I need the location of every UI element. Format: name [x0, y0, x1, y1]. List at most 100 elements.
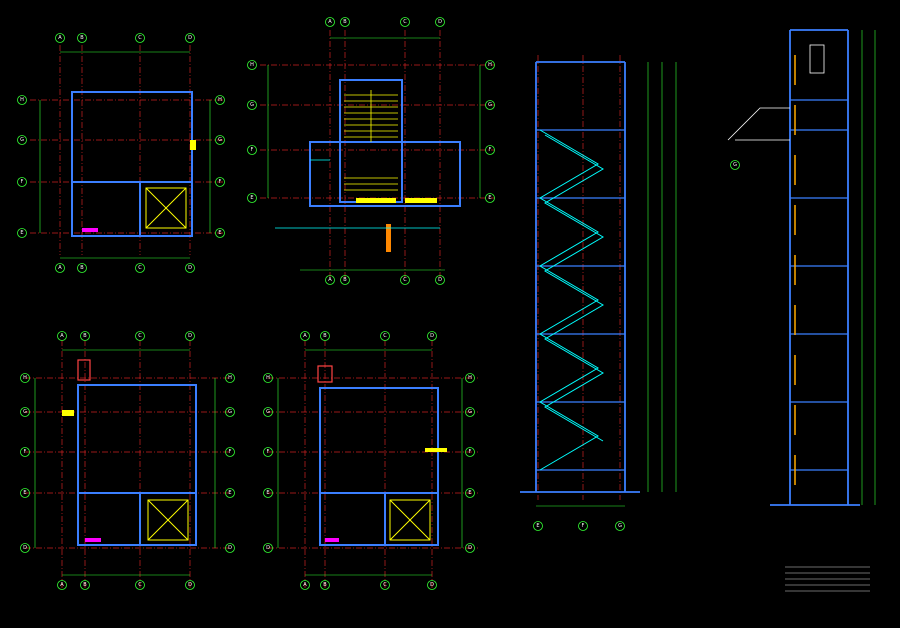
svg-text:C: C — [138, 333, 142, 339]
svg-text:F: F — [21, 179, 24, 185]
plan-4-chimney — [317, 365, 333, 383]
svg-text:C: C — [383, 582, 387, 588]
plan-4-row-bubble-H-left: H — [263, 373, 273, 383]
svg-text:E: E — [536, 523, 539, 529]
plan-1-row-bubble-F-right: F — [215, 177, 225, 187]
plan-4-row-bubble-D-right: D — [465, 543, 475, 553]
plan-4-row-bubble-F-left: F — [263, 447, 273, 457]
svg-text:D: D — [188, 333, 192, 339]
section-2-dimensions — [861, 30, 876, 505]
plan-2-col-bubble-B-top: B — [340, 17, 350, 27]
svg-text:B: B — [83, 333, 87, 339]
svg-text:C: C — [138, 35, 142, 41]
plan-3-row-bubble-E-left: E — [20, 488, 30, 498]
plan-1-col-bubble-A-bottom: A — [55, 263, 65, 273]
svg-text:H: H — [250, 62, 254, 68]
plan-4-col-bubble-C-bottom: C — [380, 580, 390, 590]
plan-4-dimensions — [277, 349, 463, 576]
section-1: E F G — [520, 55, 677, 531]
svg-text:C: C — [403, 277, 407, 283]
svg-text:D: D — [188, 35, 192, 41]
plan-1-elevator — [145, 187, 187, 229]
plan-3-magenta-fill — [85, 538, 101, 542]
plan-3-col-bubble-A-top: A — [57, 331, 67, 341]
plan-2-col-bubble-C-bottom: C — [400, 275, 410, 285]
plan-2-row-bubble-G-left: G — [247, 100, 257, 110]
plan-1-col-bubble-B-top: B — [77, 33, 87, 43]
plan-4-magenta-fill — [325, 538, 339, 542]
plan-1-yellow-fill — [190, 140, 196, 150]
section-1-axes — [537, 55, 621, 500]
svg-text:A: A — [303, 582, 307, 588]
svg-text:G: G — [20, 137, 24, 143]
svg-text:C: C — [383, 333, 387, 339]
plan-3-walls — [77, 384, 197, 546]
svg-text:A: A — [60, 333, 64, 339]
section-1-dimensions — [536, 62, 677, 507]
plan-1-col-bubble-D-top: D — [185, 33, 195, 43]
plan-1-row-bubble-E-left: E — [17, 228, 27, 238]
svg-text:F: F — [469, 449, 472, 455]
svg-text:D: D — [188, 265, 192, 271]
plan-4-row-bubble-E-right: E — [465, 488, 475, 498]
plan-3-row-bubble-D-left: D — [20, 543, 30, 553]
plan-1-col-bubble-A-top: A — [55, 33, 65, 43]
svg-text:E: E — [23, 490, 26, 496]
svg-text:B: B — [80, 265, 84, 271]
plan-2-row-bubble-F-right: F — [485, 145, 495, 155]
plan-4-yellow-fill — [425, 448, 447, 452]
plan-2-walls — [309, 79, 461, 207]
plan-4-row-bubble-G-left: G — [263, 407, 273, 417]
plan-4-row-bubble-G-right: G — [465, 407, 475, 417]
svg-text:A: A — [58, 35, 62, 41]
plan-4-col-bubble-B-top: B — [320, 331, 330, 341]
svg-text:D: D — [430, 582, 434, 588]
svg-text:E: E — [468, 490, 471, 496]
svg-text:B: B — [80, 35, 84, 41]
plan-1-row-bubble-G-left: G — [17, 135, 27, 145]
plan-3-col-bubble-C-bottom: C — [135, 580, 145, 590]
plan-4-row-bubble-E-left: E — [263, 488, 273, 498]
svg-text:F: F — [24, 449, 27, 455]
section-2-machine-room — [809, 44, 825, 74]
plan-2-col-bubble-D-top: D — [435, 17, 445, 27]
svg-text:H: H — [218, 97, 222, 103]
svg-text:F: F — [582, 523, 585, 529]
plan-3-row-bubble-F-left: F — [20, 447, 30, 457]
plan-4-col-bubble-A-top: A — [300, 331, 310, 341]
svg-text:F: F — [229, 449, 232, 455]
svg-text:E: E — [250, 195, 253, 201]
section-2-axis-bubbles: G — [730, 160, 740, 170]
plan-2-col-bubble-A-top: A — [325, 17, 335, 27]
svg-text:D: D — [468, 545, 472, 551]
plan-3-row-bubble-G-left: G — [20, 407, 30, 417]
plan-1-magenta-fill — [82, 228, 98, 232]
svg-text:C: C — [403, 19, 407, 25]
plan-2-row-bubble-F-left: F — [247, 145, 257, 155]
svg-text:G: G — [250, 102, 254, 108]
svg-text:G: G — [218, 137, 222, 143]
plan-3-dimensions — [34, 349, 216, 576]
svg-text:C: C — [138, 582, 142, 588]
plan-4-row-bubble-H-right: H — [465, 373, 475, 383]
plan-2-stair — [344, 90, 398, 191]
plan-2-cyan-lines — [275, 159, 440, 229]
svg-text:E: E — [228, 490, 231, 496]
plan-1-walls — [71, 91, 193, 237]
plan-3-row-bubble-E-right: E — [225, 488, 235, 498]
plan-2-col-bubble-B-bottom: B — [340, 275, 350, 285]
plan-3-col-bubble-B-bottom: B — [80, 580, 90, 590]
plan-4-grid — [268, 340, 478, 590]
plan-4-col-bubble-D-bottom: D — [427, 580, 437, 590]
plan-3-red-chimney — [77, 359, 91, 381]
plan-3-yellow-fill — [62, 410, 74, 416]
svg-text:D: D — [266, 545, 270, 551]
plan-2-col-bubble-A-bottom: A — [325, 275, 335, 285]
svg-text:G: G — [618, 523, 622, 529]
svg-text:E: E — [266, 490, 269, 496]
svg-text:D: D — [438, 277, 442, 283]
plan-2-row-bubble-G-right: G — [485, 100, 495, 110]
svg-text:A: A — [328, 277, 332, 283]
